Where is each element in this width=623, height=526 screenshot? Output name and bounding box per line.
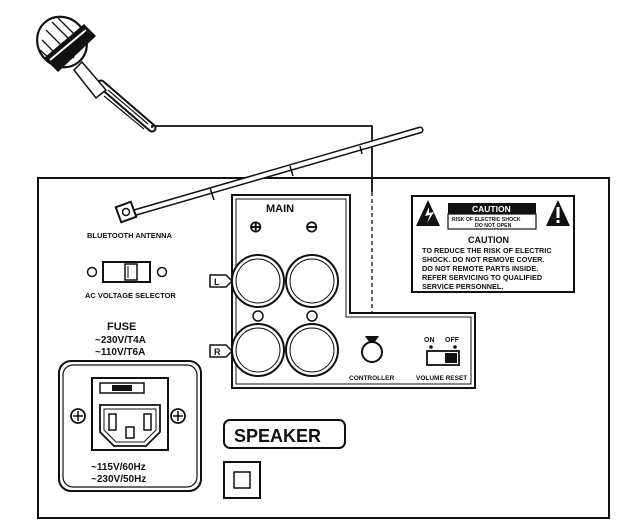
caution-line-5: SERVICE PERSONNEL.	[422, 282, 503, 291]
svg-text:R: R	[214, 347, 221, 357]
left-channel-tag: L	[209, 274, 234, 288]
bluetooth-antenna-label: BLUETOOTH ANTENNA	[87, 231, 173, 240]
controller-label: CONTROLLER	[349, 375, 394, 382]
right-channel-tag: R	[209, 344, 234, 358]
caution-line-3: DO NOT REMOTE PARTS INSIDE.	[422, 264, 538, 273]
plus-symbol: ⊕	[249, 219, 262, 236]
volume-reset-label: VOLUME RESET	[416, 375, 467, 382]
controller-jack[interactable]	[361, 336, 383, 363]
ac-voltage-selector-label: AC VOLTAGE SELECTOR	[85, 291, 176, 300]
switch-off-label: OFF	[445, 337, 460, 344]
caution-line-4: REFER SERVICING TO QUALIFIED	[422, 273, 542, 282]
main-title: MAIN	[266, 203, 294, 215]
speaker-output-jack[interactable]	[223, 461, 261, 499]
caution-line-1: TO REDUCE THE RISK OF ELECTRIC	[422, 246, 552, 255]
led-indicator-left	[252, 310, 264, 322]
screw-icon-left	[70, 408, 86, 424]
speakon-jack-left-minus[interactable]	[285, 254, 339, 308]
minus-symbol: ⊖	[305, 219, 318, 236]
svg-text:L: L	[214, 277, 220, 287]
microphone-icon	[36, 15, 157, 133]
microphone-cable	[151, 125, 373, 192]
fuse-title: FUSE	[107, 321, 136, 333]
caution-line-2: SHOCK. DO NOT REMOVE COVER.	[422, 255, 544, 264]
fuse-rating-230: ~230V/T4A	[95, 335, 146, 346]
power-input-rating-230: ~230V/50Hz	[91, 474, 146, 485]
speaker-label: SPEAKER	[234, 426, 321, 446]
exclamation-warning-icon	[546, 200, 570, 226]
svg-text:RISK OF ELECTRIC SHOCK: RISK OF ELECTRIC SHOCK	[452, 217, 521, 223]
svg-text:DO NOT OPEN: DO NOT OPEN	[475, 223, 512, 229]
switch-on-label: ON	[424, 337, 435, 344]
speakon-jack-right-plus[interactable]	[231, 323, 285, 377]
caution-label: CAUTION RISK OF ELECTRIC SHOCK DO NOT OP…	[411, 195, 575, 293]
speakon-jack-right-minus[interactable]	[285, 323, 339, 377]
led-indicator-right	[306, 310, 318, 322]
ac-voltage-selector-switch[interactable]	[86, 261, 168, 283]
lightning-warning-icon	[416, 200, 440, 226]
speaker-label-box	[223, 419, 346, 449]
power-input-rating-115: ~115V/60Hz	[91, 462, 146, 473]
volume-reset-switch[interactable]	[426, 350, 460, 366]
antenna-icon	[114, 126, 424, 224]
svg-text:CAUTION: CAUTION	[472, 204, 511, 214]
power-input-socket[interactable]	[58, 360, 202, 492]
fuse-rating-110: ~110V/T6A	[95, 347, 145, 358]
caution-title: CAUTION	[468, 235, 509, 245]
screw-icon-right	[170, 408, 186, 424]
speakon-jack-left-plus[interactable]	[231, 254, 285, 308]
